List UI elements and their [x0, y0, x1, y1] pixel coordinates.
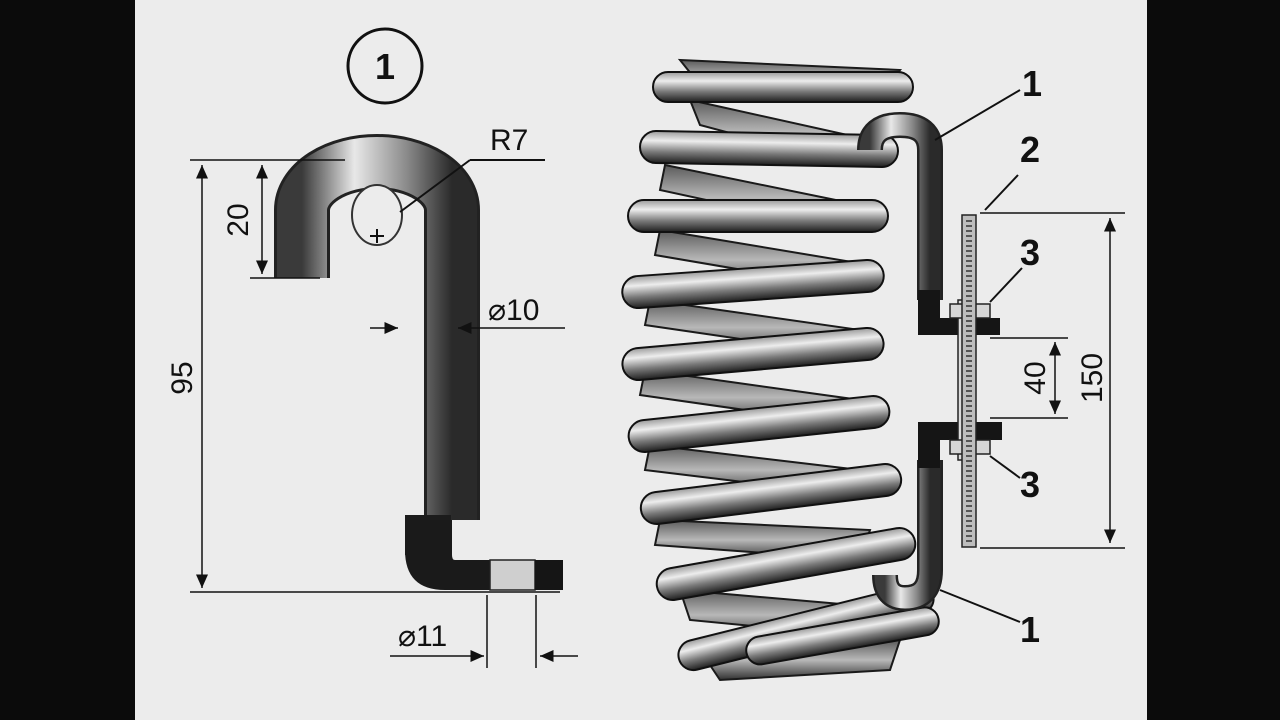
rod-diameter-label: ⌀10: [488, 294, 539, 327]
callout-leaders: [934, 89, 1023, 623]
hook-detail: 1 R7 95: [166, 27, 578, 668]
assembly-hooks: [857, 111, 1002, 612]
callout-hook-top: 1: [1022, 63, 1042, 104]
figure-number: 1: [375, 46, 395, 87]
callout-plate: 2: [1020, 129, 1040, 170]
spring-assembly: 150 40 1 2 3 3 1: [621, 58, 1125, 682]
figure-number-circle: [346, 27, 424, 105]
hook-depth-dimension: 20: [222, 165, 320, 279]
bracket-height-label: 150: [1076, 353, 1109, 403]
foot-hole-dimension: ⌀11: [390, 595, 578, 668]
callout-nut-top: 3: [1020, 232, 1040, 273]
hook-shape: [274, 134, 563, 591]
radius-label: R7: [490, 124, 528, 157]
hook-depth-label: 20: [222, 203, 255, 236]
foot-hole-label: ⌀11: [398, 620, 447, 653]
spring-front-coils: [621, 71, 940, 672]
bracket-height-dimension: 150: [980, 212, 1125, 549]
rod-diameter-dimension: ⌀10: [370, 294, 565, 334]
gap-label: 40: [1019, 361, 1052, 394]
callout-hook-bottom: 1: [1020, 609, 1040, 650]
callout-nut-bottom: 3: [1020, 464, 1040, 505]
mounting-plate: [961, 214, 977, 548]
radius-leader: [399, 159, 471, 213]
height-dimension: 95: [166, 159, 560, 593]
gap-dimension: 40: [990, 337, 1068, 419]
height-label: 95: [166, 361, 199, 394]
